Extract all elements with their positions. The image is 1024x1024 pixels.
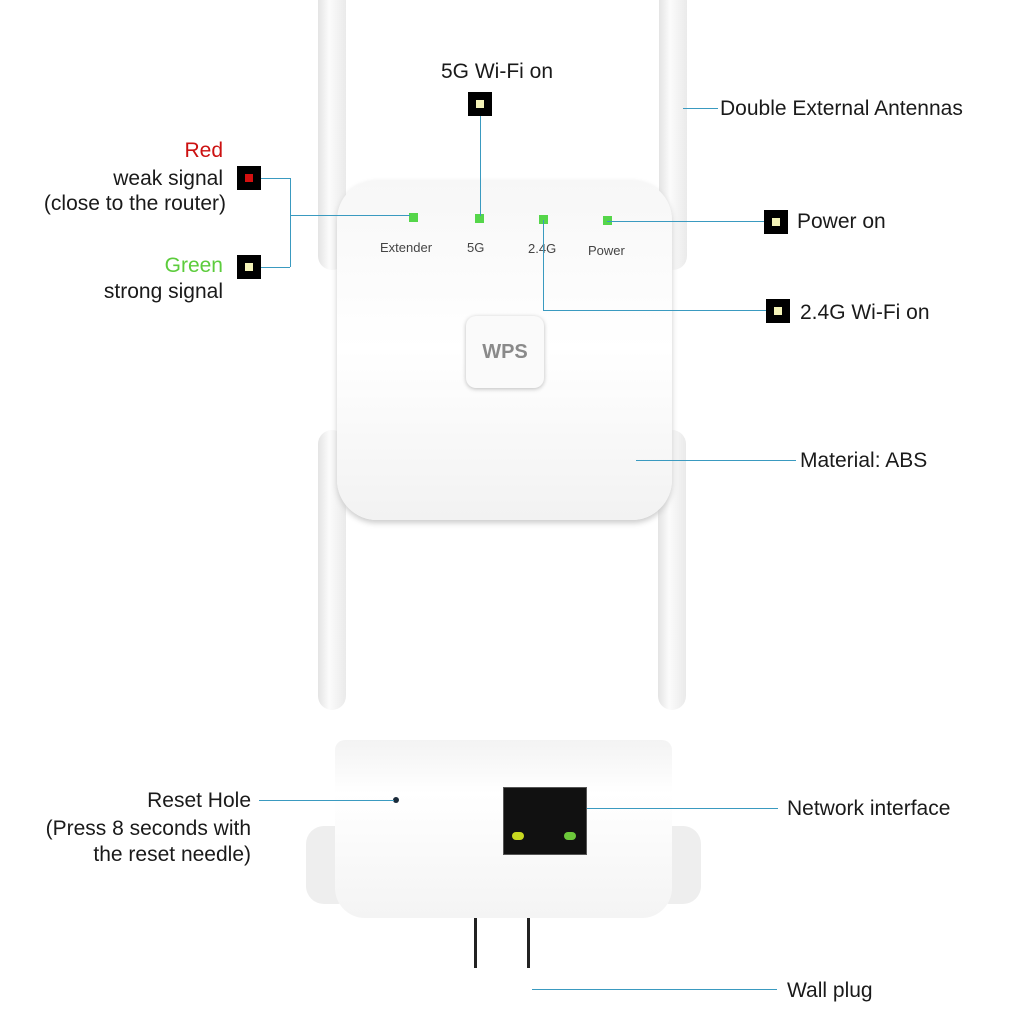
label-close-router: (close to the router)	[43, 192, 226, 215]
label-power-on: Power on	[797, 210, 886, 233]
led-label-power: Power	[588, 243, 625, 258]
led-power	[603, 216, 612, 225]
indicator-power-icon	[764, 210, 788, 234]
led-extender	[409, 213, 418, 222]
led-5g	[475, 214, 484, 223]
label-weak-signal: weak signal	[113, 167, 223, 190]
leader-network	[587, 808, 778, 809]
label-strong-signal: strong signal	[103, 280, 223, 303]
leader-material	[636, 460, 796, 461]
leader-reset	[259, 800, 394, 801]
leader-extender	[290, 215, 410, 216]
label-network: Network interface	[787, 797, 951, 820]
indicator-green-icon	[237, 255, 261, 279]
leader-24g-v	[543, 220, 544, 310]
leader-plug	[532, 989, 777, 990]
leader-power	[607, 221, 764, 222]
label-antennas: Double External Antennas	[720, 97, 963, 120]
label-reset-needle: the reset needle)	[93, 843, 251, 866]
leader-green	[261, 267, 290, 268]
plug-prong-left	[474, 918, 477, 968]
led-label-24g: 2.4G	[528, 241, 556, 256]
ethernet-port	[503, 787, 587, 855]
label-reset-press: (Press 8 seconds with	[45, 817, 251, 840]
label-wall-plug: Wall plug	[787, 979, 873, 1002]
indicator-5g-icon	[468, 92, 492, 116]
label-reset-hole: Reset Hole	[147, 789, 251, 812]
plug-prong-right	[527, 918, 530, 968]
leader-24g-h	[543, 310, 766, 311]
wps-button[interactable]: WPS	[466, 316, 544, 388]
label-red: Red	[184, 139, 223, 162]
leader-5g	[480, 116, 481, 216]
wps-label: WPS	[482, 340, 528, 363]
indicator-24g-icon	[766, 299, 790, 323]
label-material: Material: ABS	[800, 449, 928, 472]
reset-hole[interactable]	[393, 797, 399, 803]
led-label-extender: Extender	[380, 240, 433, 255]
led-label-5g: 5G	[467, 240, 485, 255]
label-green: Green	[164, 254, 223, 277]
label-24g-wifi: 2.4G Wi-Fi on	[800, 301, 930, 324]
leader-bracket	[290, 178, 291, 267]
leader-red	[261, 178, 290, 179]
led-24g	[539, 215, 548, 224]
indicator-red-icon	[237, 166, 261, 190]
leader-antennas	[683, 108, 718, 109]
label-5g-wifi: 5G Wi-Fi on	[441, 60, 554, 83]
